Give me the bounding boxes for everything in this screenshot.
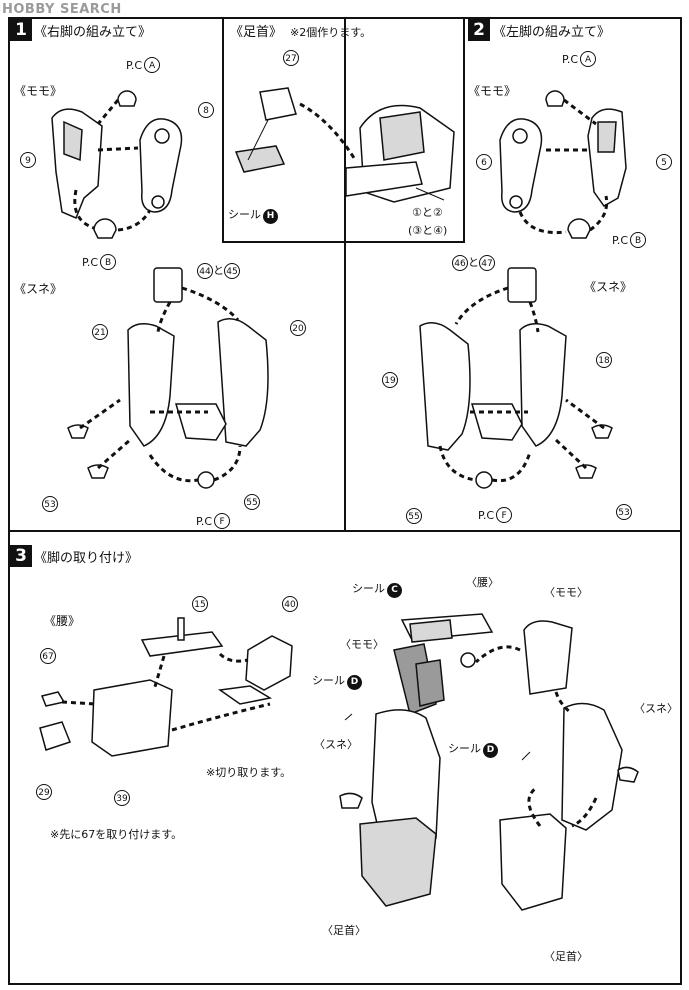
step3-title: 《脚の取り付け》 bbox=[34, 551, 139, 566]
step1-sune-group bbox=[67, 267, 269, 489]
part-number-53a: 53 bbox=[42, 496, 58, 512]
part-number-5: 5 bbox=[656, 154, 672, 170]
pc-text: P.C bbox=[82, 256, 99, 269]
part-number-27: 27 bbox=[283, 50, 299, 66]
step2-sune-group bbox=[419, 267, 613, 489]
step3-number: 3 bbox=[10, 545, 32, 567]
pc-letter: F bbox=[214, 513, 231, 529]
part-number-18: 18 bbox=[596, 352, 612, 368]
ankle-parts-1-2: ①と② bbox=[412, 206, 443, 219]
seal-letter-d: D bbox=[347, 675, 362, 690]
step3-first-note: ※先に67を取り付けます。 bbox=[50, 828, 183, 841]
pc-letter: A bbox=[144, 57, 161, 73]
frame-step3 bbox=[8, 530, 682, 985]
part-number-47: 47 bbox=[479, 255, 495, 271]
step3-koshi-b-label: 〈腰〉 bbox=[466, 576, 499, 589]
step2-title: 《左脚の組み立て》 bbox=[493, 25, 611, 40]
pc-text: P.C bbox=[478, 509, 495, 522]
step2-momo-group bbox=[499, 90, 627, 239]
step3-momo-b-label-left: 〈モモ〉 bbox=[340, 638, 384, 651]
step1-sune-label: 《スネ》 bbox=[14, 282, 63, 296]
and-text: と bbox=[213, 264, 224, 277]
step1-momo-label: 《モモ》 bbox=[14, 84, 63, 98]
part-number-40: 40 bbox=[282, 596, 298, 612]
seal-text: シール bbox=[312, 674, 345, 687]
step3-cut-note: ※切り取ります。 bbox=[206, 766, 292, 779]
part-number-55b: 55 bbox=[406, 508, 422, 524]
ankle-group bbox=[234, 87, 455, 203]
part-number-67: 67 bbox=[40, 648, 56, 664]
ankle-parts-3-4: (③と④) bbox=[408, 224, 448, 237]
seal-text: シール bbox=[352, 582, 385, 595]
part-number-15: 15 bbox=[192, 596, 208, 612]
seal-letter-h: H bbox=[263, 209, 278, 224]
part-number-6: 6 bbox=[476, 154, 492, 170]
and-text: と bbox=[468, 256, 479, 269]
part-number-29: 29 bbox=[36, 784, 52, 800]
step1-number: 1 bbox=[10, 19, 32, 41]
ankle-title: 《足首》 bbox=[230, 25, 283, 40]
frame-ankle bbox=[222, 17, 465, 243]
step3-assembled-leg-group bbox=[339, 613, 639, 911]
part-number-8: 8 bbox=[198, 102, 214, 118]
seal-letter-d: D bbox=[483, 743, 498, 758]
part-number-9: 9 bbox=[20, 152, 36, 168]
step2-momo-label: 《モモ》 bbox=[468, 84, 517, 98]
seal-text: シール bbox=[448, 742, 481, 755]
part-number-21: 21 bbox=[92, 324, 108, 340]
step3-momo-b-label-right: 〈モモ〉 bbox=[544, 586, 588, 599]
part-number-55a: 55 bbox=[244, 494, 260, 510]
pc-text: P.C bbox=[126, 59, 143, 72]
seal-letter-c: C bbox=[387, 583, 402, 598]
pc-text: P.C bbox=[562, 53, 579, 66]
step3-koshi-label: 《腰》 bbox=[44, 614, 81, 628]
pc-letter: B bbox=[630, 232, 647, 248]
step2-sune-label: 《スネ》 bbox=[584, 280, 633, 294]
part-number-44: 44 bbox=[197, 263, 213, 279]
step3-ashikubi-b-label-left: 〈足首〉 bbox=[322, 924, 366, 937]
ankle-note: ※2個作ります。 bbox=[290, 26, 372, 39]
part-number-45: 45 bbox=[224, 263, 240, 279]
step3-ashikubi-b-label-right: 〈足首〉 bbox=[544, 950, 588, 963]
step3-sune-b-label-right: 〈スネ〉 bbox=[634, 702, 678, 715]
part-number-53b: 53 bbox=[616, 504, 632, 520]
step1-momo-group bbox=[51, 90, 183, 239]
part-number-39: 39 bbox=[114, 790, 130, 806]
part-number-46: 46 bbox=[452, 255, 468, 271]
step3-sune-b-label-left: 〈スネ〉 bbox=[314, 738, 358, 751]
step2-number: 2 bbox=[468, 19, 490, 41]
watermark-logo: HOBBY SEARCH bbox=[2, 2, 122, 17]
step3-koshi-group bbox=[39, 617, 293, 757]
pc-letter: F bbox=[496, 507, 513, 523]
pc-text: P.C bbox=[196, 515, 213, 528]
step1-title: 《右脚の組み立て》 bbox=[34, 25, 152, 40]
part-number-19: 19 bbox=[382, 372, 398, 388]
pc-text: P.C bbox=[612, 234, 629, 247]
part-number-20: 20 bbox=[290, 320, 306, 336]
seal-text: シール bbox=[228, 208, 261, 221]
pc-letter: B bbox=[100, 254, 117, 270]
pc-letter: A bbox=[580, 51, 597, 67]
